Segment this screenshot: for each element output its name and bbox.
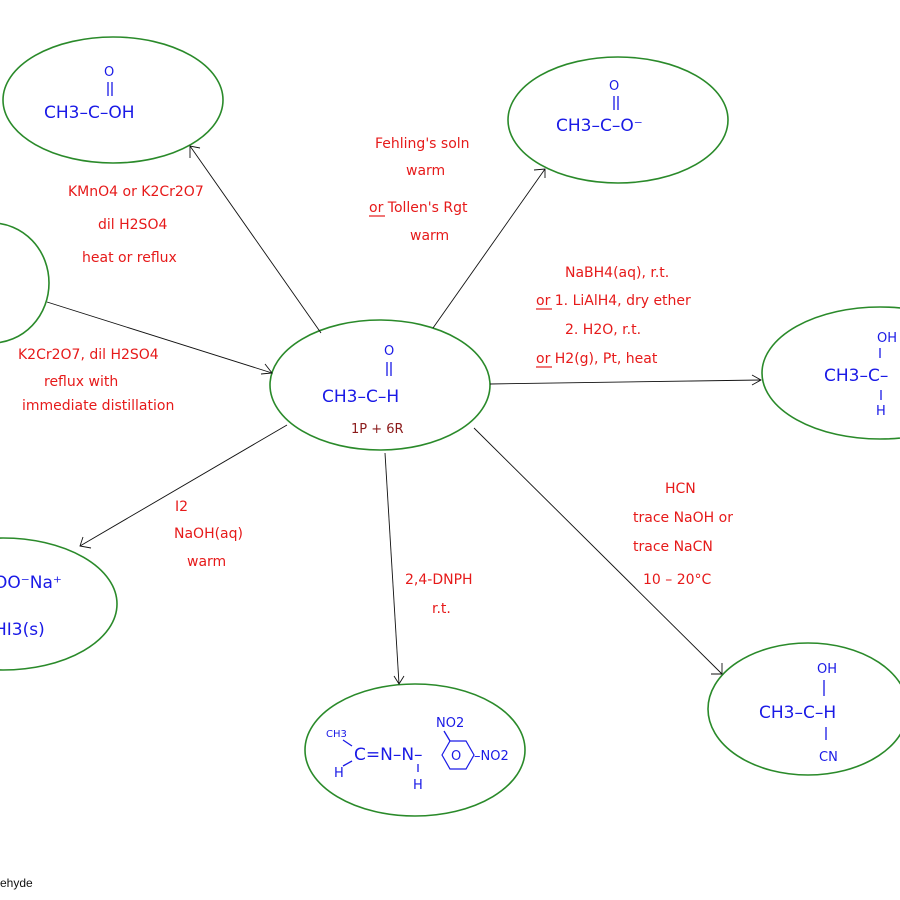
conditions-hcn: HCN trace NaOH or trace NaCN 10 – 20°C [633, 481, 733, 588]
hydrazone-no2-top: NO2 [436, 716, 464, 731]
node-ethanal-center[interactable] [269, 319, 491, 451]
structure-hydrazone: CH3 H C=N–N– H O NO2 –NO2 [326, 716, 509, 793]
arrow-dnph [384, 452, 405, 685]
condition-line: r.t. [432, 601, 451, 617]
conditions-dnph: 2,4-DNPH r.t. [405, 572, 473, 617]
node-ethanol-precursor [0, 222, 50, 344]
node-carboxylate [507, 56, 729, 184]
arrow-oxidation-acid [189, 145, 322, 334]
cyanohydrin-formula: CH3–C–H [759, 703, 836, 723]
condition-line: trace NaCN [633, 539, 713, 555]
condition-line: NaBH4(aq), r.t. [565, 265, 669, 281]
hydrazone-no2-right: –NO2 [474, 749, 509, 764]
conditions-oxidation-acid: KMnO4 or K2Cr2O7 dil H2SO4 heat or reflu… [68, 184, 204, 266]
node-alcohol [761, 306, 900, 440]
condition-line: immediate distillation [22, 398, 174, 414]
condition-line: NaOH(aq) [174, 526, 243, 542]
conditions-reduction: NaBH4(aq), r.t. or 1. LiAlH4, dry ether … [536, 265, 691, 368]
arrow-formation [46, 301, 273, 375]
structure-cyanohydrin: OH CH3–C–H CN [759, 662, 838, 765]
condition-line: warm [187, 554, 226, 570]
condition-line: Fehling's soln [375, 136, 470, 152]
hydrazone-ch3: CH3 [326, 729, 347, 740]
condition-line: 10 – 20°C [643, 572, 712, 588]
condition-line: trace NaOH or [633, 510, 733, 526]
acid-formula: CH3–C–OH [44, 103, 135, 123]
iodoform-precipitate: HI3(s) [0, 620, 45, 640]
node-hydrazone [304, 683, 526, 817]
structure-carboxylate: O CH3–C–O⁻ [556, 79, 643, 136]
alcohol-formula: CH3–C– [824, 366, 888, 386]
ethanal-formula: CH3–C–H [322, 387, 399, 407]
structure-alcohol: OH CH3–C– H [824, 331, 897, 419]
carboxylate-formula: CH3–C–O⁻ [556, 116, 643, 136]
hydrazone-nh-h: H [413, 778, 423, 793]
condition-line: warm [410, 228, 449, 244]
condition-line: heat or reflux [82, 250, 177, 266]
condition-line: or H2(g), Pt, heat [536, 351, 658, 367]
carboxylate-oxygen: O [609, 79, 619, 94]
condition-line: or Tollen's Rgt [369, 200, 468, 216]
node-cyanohydrin [707, 642, 900, 776]
arrow-reduction [489, 374, 762, 386]
hydrazone-chain: C=N–N– [354, 745, 423, 765]
structure-carboxylic-acid: O CH3–C–OH [44, 65, 135, 123]
structure-ethanal: O CH3–C–H 1P + 6R [322, 344, 404, 437]
arrow-fehling-tollen [432, 168, 546, 329]
condition-line: K2Cr2O7, dil H2SO4 [18, 347, 159, 363]
arrow-iodoform [79, 424, 288, 549]
conditions-fehling-tollen: Fehling's soln warm or Tollen's Rgt warm [369, 136, 470, 244]
structure-iodoform: OO⁻Na⁺ HI3(s) [0, 573, 62, 640]
cyanohydrin-oh: OH [817, 662, 837, 677]
arrow-hcn [473, 427, 723, 675]
conditions-formation: K2Cr2O7, dil H2SO4 reflux with immediate… [18, 347, 174, 414]
conditions-iodoform: I2 NaOH(aq) warm [174, 499, 243, 570]
condition-line: 2,4-DNPH [405, 572, 473, 588]
acid-oxygen: O [104, 65, 114, 80]
condition-line: I2 [175, 499, 188, 515]
condition-line: KMnO4 or K2Cr2O7 [68, 184, 204, 200]
alcohol-oh: OH [877, 331, 897, 346]
node-iodoform [0, 537, 118, 671]
condition-line: 2. H2O, r.t. [565, 322, 641, 338]
alcohol-h: H [876, 404, 886, 419]
cyanohydrin-cn: CN [819, 750, 838, 765]
condition-line: reflux with [44, 374, 118, 390]
condition-line: or 1. LiAlH4, dry ether [536, 293, 691, 309]
hydrazone-h-left: H [334, 766, 344, 781]
node-carboxylic-acid [2, 36, 224, 164]
hydrazone-ring: O [451, 749, 461, 764]
count-label: 1P + 6R [351, 422, 404, 437]
condition-line: warm [406, 163, 445, 179]
condition-line: dil H2SO4 [98, 217, 167, 233]
iodoform-salt: OO⁻Na⁺ [0, 573, 62, 593]
condition-line: HCN [665, 481, 696, 497]
caption-text: ehyde [0, 876, 33, 890]
ethanal-oxygen: O [384, 344, 394, 359]
